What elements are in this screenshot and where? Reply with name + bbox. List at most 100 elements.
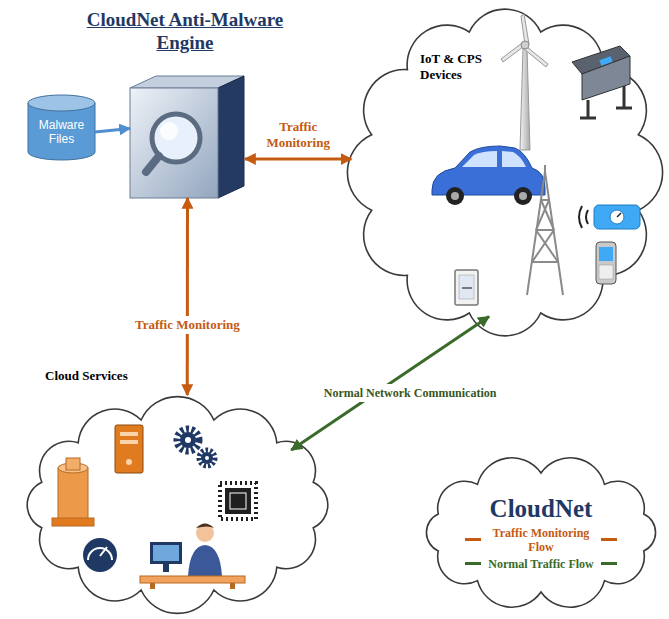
phone-icon: [596, 242, 616, 284]
gears-icon-part: [199, 450, 215, 466]
edge-label: Traffic Monitoring: [132, 316, 243, 334]
person-at-desk-part: [230, 583, 235, 589]
sensor-icon-part: [586, 210, 588, 224]
printer-icon-part: [587, 100, 590, 118]
gears-icon: [177, 429, 215, 466]
wind-turbine-part: [521, 41, 529, 49]
printer-icon-part: [623, 86, 626, 108]
person-at-desk-part: [153, 545, 179, 561]
server-tower-part: [120, 440, 138, 444]
cloud-services-cloud: Cloud Services: [15, 395, 340, 615]
wind-turbine-part: [524, 47, 548, 67]
legend-row: Normal Traffic Flow: [465, 557, 617, 571]
person-at-desk-part: [196, 524, 214, 542]
sensor-icon-part: [594, 205, 640, 229]
database-cylinder-part: [28, 103, 95, 160]
legend-row: Traffic Monitoring Flow: [465, 526, 617, 554]
cloud-outline: [426, 458, 655, 607]
iot-cps-cloud: IoT & CPS Devices: [345, 5, 665, 340]
cloud-outline: [27, 397, 328, 614]
server-tower-part: [115, 425, 143, 473]
legend-line-sample: [601, 562, 617, 565]
legend: CloudNetTraffic Monitoring FlowNormal Tr…: [430, 470, 652, 595]
antenna-tower-part: [536, 230, 558, 262]
person-at-desk-part: [150, 583, 155, 589]
server-icon: [130, 76, 244, 198]
tablet-icon-part: [455, 270, 478, 305]
car-icon: [432, 146, 545, 205]
person-at-desk-part: [150, 542, 182, 564]
database-column-part: [66, 458, 80, 470]
person-at-desk-part: [140, 576, 245, 583]
gears-icon-part: [180, 432, 196, 448]
node-title: CloudNet Anti-Malware Engine: [85, 8, 285, 54]
server-tower-part: [120, 432, 138, 436]
legend-text: Traffic Monitoring Flow: [485, 526, 597, 554]
server-tower: [115, 425, 143, 473]
legend-text: Normal Traffic Flow: [485, 557, 597, 571]
database-column-part: [52, 518, 94, 526]
cloud-group: [27, 9, 662, 613]
car-icon-part: [462, 151, 497, 167]
wind-turbine-part: [520, 48, 530, 150]
car-icon-part: [519, 192, 527, 200]
sensor-icon: [579, 205, 640, 229]
wind-turbine-part: [501, 43, 523, 62]
connector: [245, 157, 351, 160]
anti-malware-engine: CloudNet Anti-Malware Engine: [85, 8, 285, 198]
edge-label: Normal Network Communication: [321, 384, 500, 402]
person-at-desk-part: [188, 545, 222, 576]
gauge-icon-part: [83, 538, 117, 572]
antenna-tower-part: [545, 172, 563, 295]
antenna-tower: [527, 165, 563, 295]
chip-icon-part: [230, 493, 246, 509]
car-icon-part: [514, 187, 532, 205]
node-title: Malware Files: [31, 118, 92, 146]
printer-icon-part: [599, 56, 612, 66]
connector: [186, 198, 189, 395]
gauge-icon-part: [100, 547, 107, 556]
server-tower-part: [126, 459, 132, 465]
gauge-icon-part: [88, 548, 112, 560]
printer-icon-part: [616, 107, 632, 110]
person-at-desk-part: [163, 564, 169, 572]
database-cylinder: [28, 95, 95, 160]
printer-icon: [572, 46, 632, 118]
tablet-icon: [455, 270, 478, 305]
printer-icon-part: [580, 117, 596, 120]
server-icon-area: [130, 76, 245, 198]
phone-icon-part: [599, 247, 613, 261]
sensor-icon-part: [617, 213, 621, 217]
legend-line-sample: [465, 562, 481, 565]
server-icon-part: [146, 156, 159, 172]
server-icon-part: [218, 76, 244, 198]
gears-icon-part: [177, 429, 199, 451]
wind-turbine-part: [521, 14, 529, 45]
gears-icon-part: [185, 437, 191, 443]
antenna-tower-part: [527, 172, 545, 295]
person-at-desk-part: [196, 524, 214, 529]
node-title: IoT & CPS Devices: [420, 51, 494, 83]
connector: [291, 317, 489, 450]
gears-icon-part: [205, 456, 209, 460]
server-icon-part: [130, 88, 218, 198]
chip-icon-part: [225, 488, 251, 514]
node-title: Cloud Services: [45, 368, 128, 384]
database-column: [52, 458, 94, 526]
sensor-icon-part: [579, 206, 582, 228]
car-icon-part: [432, 146, 545, 195]
antenna-tower-part: [532, 230, 554, 262]
edge-label: Traffic Monitoring: [253, 118, 343, 152]
antenna-tower-part: [536, 200, 549, 230]
tablet-icon-part: [462, 287, 472, 289]
legend-line-sample: [601, 538, 617, 541]
car-icon-part: [451, 192, 459, 200]
phone-icon-part: [596, 242, 616, 284]
antenna-tower-part: [532, 261, 558, 263]
database-cylinder-part: [28, 95, 95, 111]
car-icon-part: [502, 151, 526, 167]
gears-icon-part: [201, 452, 213, 464]
malware-files-db: Malware Files: [28, 108, 95, 156]
wind-turbine: [501, 14, 548, 150]
